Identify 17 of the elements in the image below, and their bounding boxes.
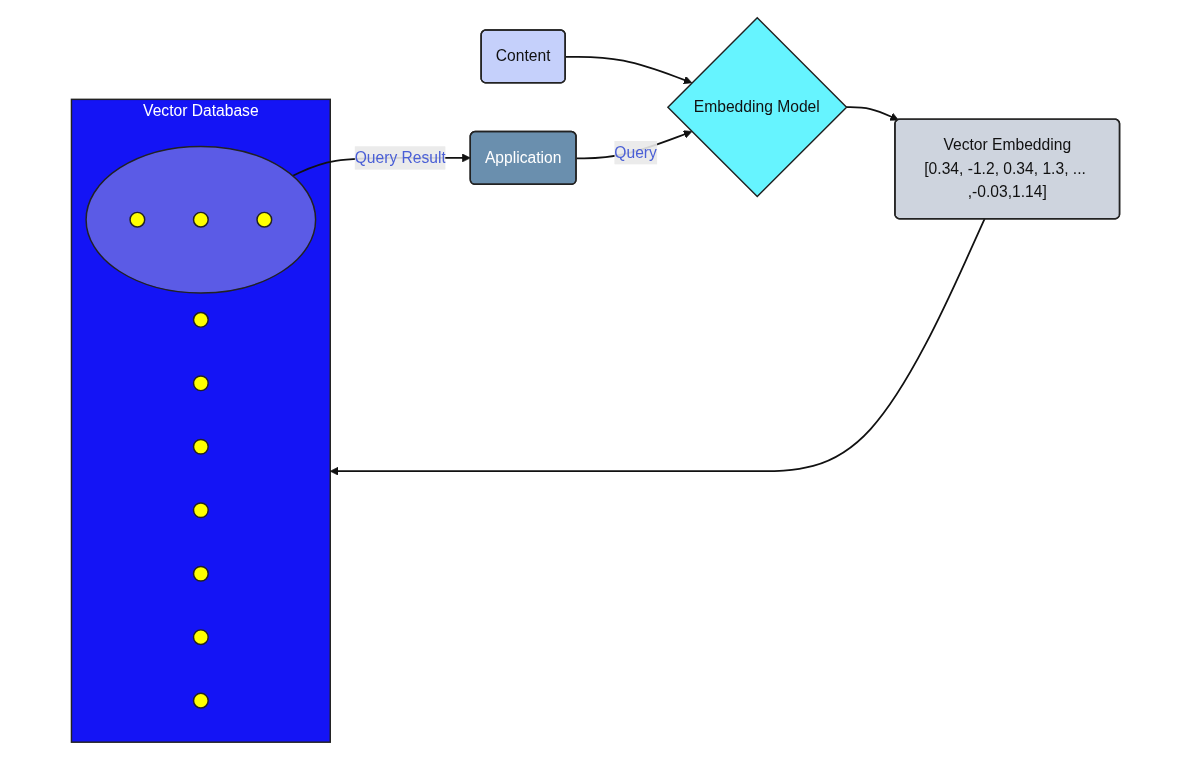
node-circle: [192, 565, 209, 582]
node-diamond: Embedding Model: [666, 16, 848, 198]
node-circle: [192, 438, 209, 455]
node-circle: [192, 375, 209, 392]
edge-label: Query: [614, 143, 657, 161]
arrow: [845, 106, 899, 121]
node-circle: [192, 211, 209, 228]
node-circle: [256, 211, 273, 228]
node-circle: [129, 211, 146, 228]
node-circle: [192, 629, 209, 646]
node-circle: [192, 502, 209, 519]
cluster: [85, 145, 317, 294]
arrow: [329, 217, 986, 476]
node-circle: [192, 692, 209, 709]
node-circle: [192, 311, 209, 328]
cluster: Vector Database: [70, 98, 331, 743]
edge-label: Query Result: [354, 149, 446, 166]
